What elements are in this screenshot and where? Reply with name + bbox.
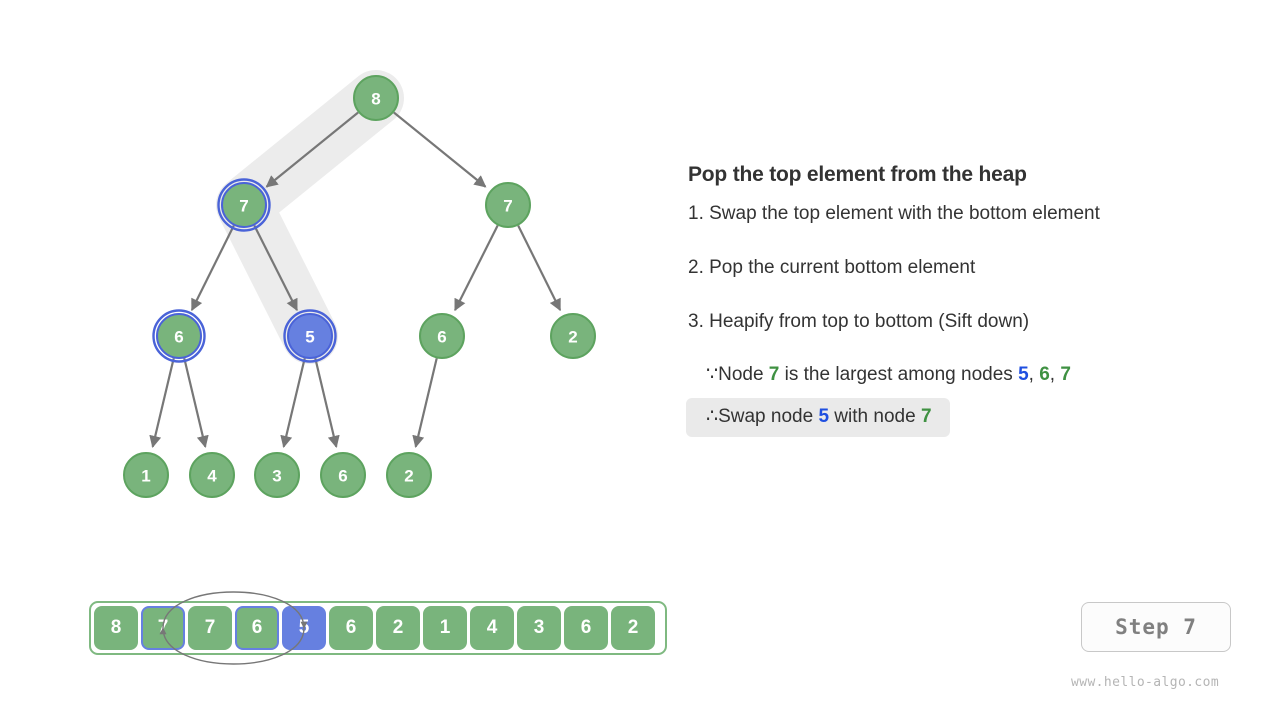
tree-node[interactable]: 1 (123, 452, 169, 498)
therefore-middle: with node (829, 406, 921, 427)
array-cell[interactable]: 7 (141, 606, 185, 650)
tree-node[interactable]: 6 (419, 313, 465, 359)
tree-edge (314, 358, 340, 448)
because-symbol: ∵ (706, 364, 719, 386)
page-title: Pop the top element from the heap (688, 163, 1027, 186)
node-inner-fill (127, 456, 165, 494)
because-prefix: Node (718, 364, 769, 386)
step-line-3: 3. Heapify from top to bottom (Sift down… (688, 310, 1030, 332)
tree-node[interactable]: 2 (386, 452, 432, 498)
node-inner-fill (324, 456, 362, 494)
sift-down-path-highlight (216, 70, 404, 364)
array-cell[interactable]: 2 (611, 606, 655, 650)
node-inner-fill (357, 79, 395, 117)
because-candidate-0: 5 (1018, 364, 1029, 386)
step-line-1: 1. Swap the top element with the bottom … (688, 203, 1100, 225)
node-inner-fill (390, 456, 428, 494)
tree-node[interactable]: 4 (189, 452, 235, 498)
array-cell[interactable]: 6 (235, 606, 279, 650)
therefore-prefix: Swap node (718, 406, 819, 427)
because-candidate-1: 6 (1039, 364, 1050, 386)
watermark: www.hello-algo.com (1071, 675, 1220, 690)
node-inner-fill (193, 456, 231, 494)
therefore-symbol: ∴ (706, 406, 719, 427)
node-selection-ring (152, 309, 206, 363)
therefore-node-b: 7 (920, 406, 932, 427)
node-inner-fill (258, 456, 296, 494)
tree-node[interactable]: 6 (152, 309, 206, 363)
tree-node[interactable]: 7 (217, 178, 271, 232)
tree-edge (454, 225, 499, 312)
node-selection-ring (283, 309, 337, 363)
node-inner-fill (554, 317, 592, 355)
because-sep-1: , (1049, 364, 1061, 386)
node-inner-fill (489, 186, 527, 224)
tree-edge (517, 225, 562, 312)
array-cell[interactable]: 5 (282, 606, 326, 650)
tree-node[interactable]: 2 (550, 313, 596, 359)
therefore-node-a: 5 (818, 406, 830, 427)
array-cell[interactable]: 4 (470, 606, 514, 650)
array-cell[interactable]: 6 (564, 606, 608, 650)
tree-edge (393, 111, 487, 188)
because-sep-0: , (1028, 364, 1040, 386)
tree-edge (253, 225, 298, 312)
step-line-2: 2. Pop the current bottom element (688, 256, 976, 278)
array-cell[interactable]: 3 (517, 606, 561, 650)
array-cell[interactable]: 8 (94, 606, 138, 650)
tree-node[interactable]: 8 (353, 75, 399, 121)
node-selection-ring (217, 178, 271, 232)
tree-node[interactable]: 5 (283, 309, 337, 363)
therefore-line: ∴Swap node 5 with node 7 (686, 398, 950, 437)
array-cell[interactable]: 1 (423, 606, 467, 650)
tree-edge (190, 225, 235, 312)
tree-edge (412, 358, 438, 448)
tree-edges (149, 111, 562, 448)
node-inner-fill (423, 317, 461, 355)
tree-edge (280, 358, 306, 448)
because-candidate-2: 7 (1060, 364, 1071, 386)
node-inner-fill (225, 186, 263, 224)
step-badge: Step 7 (1081, 602, 1231, 652)
tree-node[interactable]: 3 (254, 452, 300, 498)
tree-node[interactable]: 7 (485, 182, 531, 228)
because-node-value: 7 (768, 364, 780, 386)
explanation-panel: Pop the top element from the heap 1. Swa… (686, 162, 1248, 445)
tree-edge (149, 358, 175, 448)
array-cell[interactable]: 6 (329, 606, 373, 650)
node-inner-fill (160, 317, 198, 355)
node-inner-fill (291, 317, 329, 355)
array-cell[interactable]: 7 (188, 606, 232, 650)
because-middle: is the largest among nodes (779, 364, 1019, 386)
tree-edge (265, 111, 359, 188)
because-line: ∵Node 7 is the largest among nodes 5, 6,… (688, 363, 1248, 388)
highlight-band (216, 70, 404, 364)
tree-edge (183, 358, 209, 448)
tree-node[interactable]: 6 (320, 452, 366, 498)
array-cell[interactable]: 2 (376, 606, 420, 650)
